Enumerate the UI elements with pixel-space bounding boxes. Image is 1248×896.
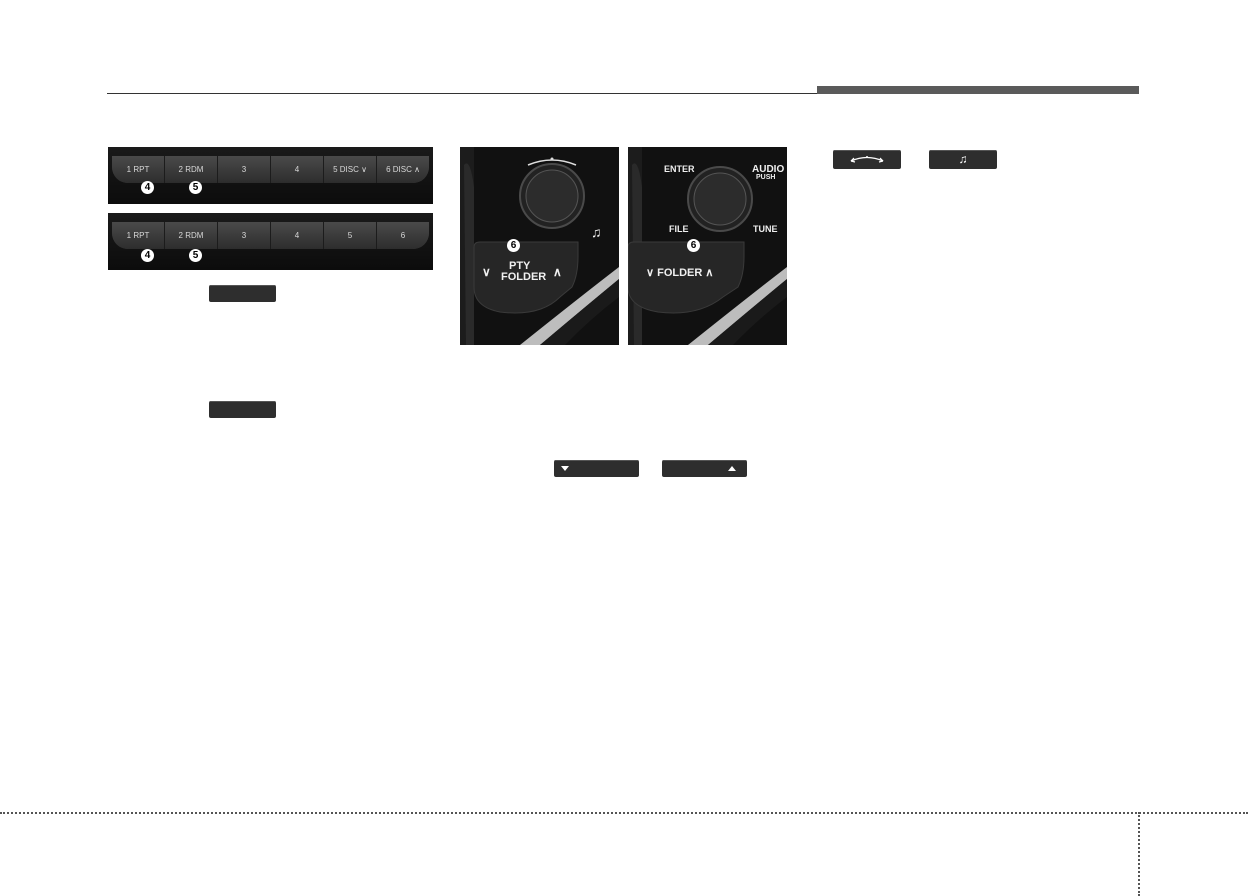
preset-button-2[interactable]: 2 RDM — [165, 222, 218, 249]
preset-button-1[interactable]: 1 RPT — [112, 156, 165, 183]
preset-strip-standard: 1 RPT 2 RDM 3 4 5 6 4 5 — [108, 213, 433, 270]
seek-dial-keycap — [833, 150, 901, 169]
tune-label: TUNE — [753, 224, 778, 234]
folder-up-keycap — [662, 460, 747, 477]
callout-6: 6 — [687, 239, 700, 252]
preset-strip-cd: 1 RPT 2 RDM 3 4 5 DISC ∨ 6 DISC ∧ 4 5 — [108, 147, 433, 204]
folder-label: ∨ FOLDER ∧ — [646, 267, 714, 279]
chevron-up-icon: ∧ — [553, 265, 562, 279]
folder-label: FOLDER — [501, 271, 547, 283]
preset-button-5[interactable]: 5 DISC ∨ — [324, 156, 377, 183]
music-note-icon: ♫ — [591, 224, 602, 240]
preset-button-3[interactable]: 3 — [218, 156, 271, 183]
header-section-bar — [817, 86, 1139, 94]
callout-4: 4 — [141, 249, 154, 262]
triangle-down-icon — [561, 466, 569, 471]
preset-button-2[interactable]: 2 RDM — [165, 156, 218, 183]
control-panel-photo-left: ♫ 6 ∨ ∧ PTY FOLDER — [460, 147, 619, 345]
preset-button-1[interactable]: 1 RPT — [112, 222, 165, 249]
preset-button-5[interactable]: 5 — [324, 222, 377, 249]
chevron-down-icon: ∨ — [482, 265, 491, 279]
blank-keycap-1 — [209, 285, 276, 302]
control-panel-photo-right: ENTER AUDIO PUSH FILE TUNE 6 ∨ FOLDER ∧ — [628, 147, 787, 345]
preset-button-6[interactable]: 6 — [377, 222, 429, 249]
callout-5: 5 — [189, 181, 202, 194]
preset-buttons: 1 RPT 2 RDM 3 4 5 DISC ∨ 6 DISC ∧ — [112, 156, 429, 183]
callout-5: 5 — [189, 249, 202, 262]
preset-button-4[interactable]: 4 — [271, 156, 324, 183]
preset-button-4[interactable]: 4 — [271, 222, 324, 249]
callout-6: 6 — [507, 239, 520, 252]
header-rule — [107, 93, 817, 94]
folder-down-keycap — [554, 460, 639, 477]
triangle-up-icon — [728, 466, 736, 471]
blank-keycap-2 — [209, 401, 276, 418]
preset-button-6[interactable]: 6 DISC ∧ — [377, 156, 429, 183]
preset-buttons: 1 RPT 2 RDM 3 4 5 6 — [112, 222, 429, 249]
push-label: PUSH — [756, 174, 776, 181]
enter-label: ENTER — [664, 164, 695, 174]
footer-page-divider — [1138, 812, 1140, 896]
audio-label: AUDIO — [752, 164, 785, 175]
seek-arc-icon — [850, 156, 884, 163]
callout-4: 4 — [141, 181, 154, 194]
footer-rule — [0, 812, 1248, 814]
pty-label: PTY — [509, 260, 531, 272]
music-keycap: ♫ — [929, 150, 997, 169]
preset-button-3[interactable]: 3 — [218, 222, 271, 249]
file-label: FILE — [669, 224, 689, 234]
music-note-icon: ♫ — [958, 152, 968, 166]
